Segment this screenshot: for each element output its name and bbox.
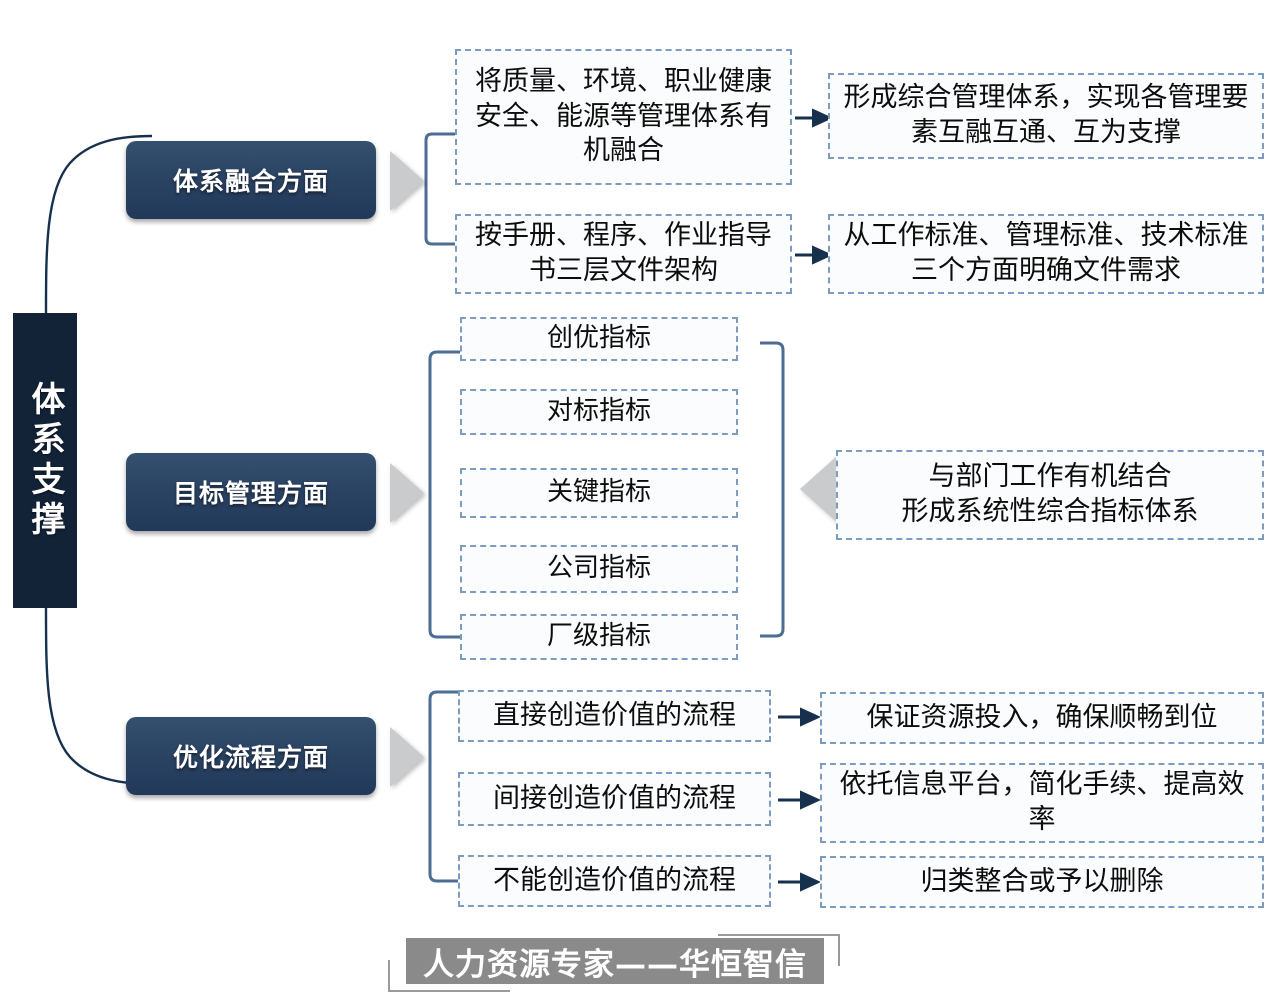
box-indicator-1: 创优指标 xyxy=(460,317,738,361)
spine-label: 体系支撑 xyxy=(25,380,65,541)
pill-goal-management[interactable]: 目标管理方面 xyxy=(126,453,376,531)
bracket-goal-management-left xyxy=(428,350,460,639)
triangle-right-icon-2 xyxy=(390,463,424,523)
box-indicator-3: 关键指标 xyxy=(460,468,738,518)
bracket-goal-management-right xyxy=(760,341,785,638)
triangle-right-icon-3 xyxy=(390,727,424,787)
box-source-3-1: 直接创造价值的流程 xyxy=(458,690,771,742)
box-source-3-2: 间接创造价值的流程 xyxy=(458,772,771,826)
footer-bracket-bottom-left xyxy=(388,960,510,992)
arrows-process-optimization xyxy=(778,707,821,892)
pill-process-optimization-label: 优化流程方面 xyxy=(172,743,329,772)
footer-text: 人力资源专家——华恒智信 xyxy=(423,946,807,983)
box-goal-summary-line1: 与部门工作有机结合 xyxy=(928,461,1172,493)
box-indicator-4: 公司指标 xyxy=(460,545,738,593)
box-goal-summary-line2: 形成系统性综合指标体系 xyxy=(901,496,1199,527)
pill-system-integration[interactable]: 体系融合方面 xyxy=(126,141,376,219)
pill-process-optimization[interactable]: 优化流程方面 xyxy=(126,717,376,795)
box-source-1-2: 按手册、程序、作业指导书三层文件架构 xyxy=(455,214,792,294)
bracket-process-optimization xyxy=(428,690,458,883)
box-result-3-3: 归类整合或予以删除 xyxy=(820,856,1264,908)
pill-system-integration-label: 体系融合方面 xyxy=(172,167,329,196)
footer-band: 人力资源专家——华恒智信 xyxy=(406,938,824,984)
box-source-1-1: 将质量、环境、职业健康安全、能源等管理体系有机融合 xyxy=(455,49,792,185)
footer-bracket-top-right xyxy=(718,934,840,966)
box-result-3-1: 保证资源投入，确保顺畅到位 xyxy=(820,692,1264,744)
footer: 人力资源专家——华恒智信 xyxy=(388,934,840,992)
spine-block: 体系支撑 xyxy=(13,313,77,608)
box-result-1-1: 形成综合管理体系，实现各管理要素互融互通、互为支撑 xyxy=(828,73,1264,159)
box-indicator-2: 对标指标 xyxy=(460,389,738,435)
arrows-system-integration xyxy=(795,108,833,265)
box-result-1-2: 从工作标准、管理标准、技术标准三个方面明确文件需求 xyxy=(828,214,1264,294)
pill-goal-management-label: 目标管理方面 xyxy=(172,479,329,508)
box-result-3-2: 依托信息平台，简化手续、提高效率 xyxy=(820,763,1264,843)
bracket-system-integration xyxy=(424,132,455,246)
box-indicator-5: 厂级指标 xyxy=(460,614,738,660)
box-source-3-3: 不能创造价值的流程 xyxy=(458,855,771,907)
triangle-right-icon-1 xyxy=(390,151,424,211)
triangle-left-icon-1 xyxy=(800,455,838,523)
box-goal-summary: 与部门工作有机结合 形成系统性综合指标体系 xyxy=(836,450,1264,540)
